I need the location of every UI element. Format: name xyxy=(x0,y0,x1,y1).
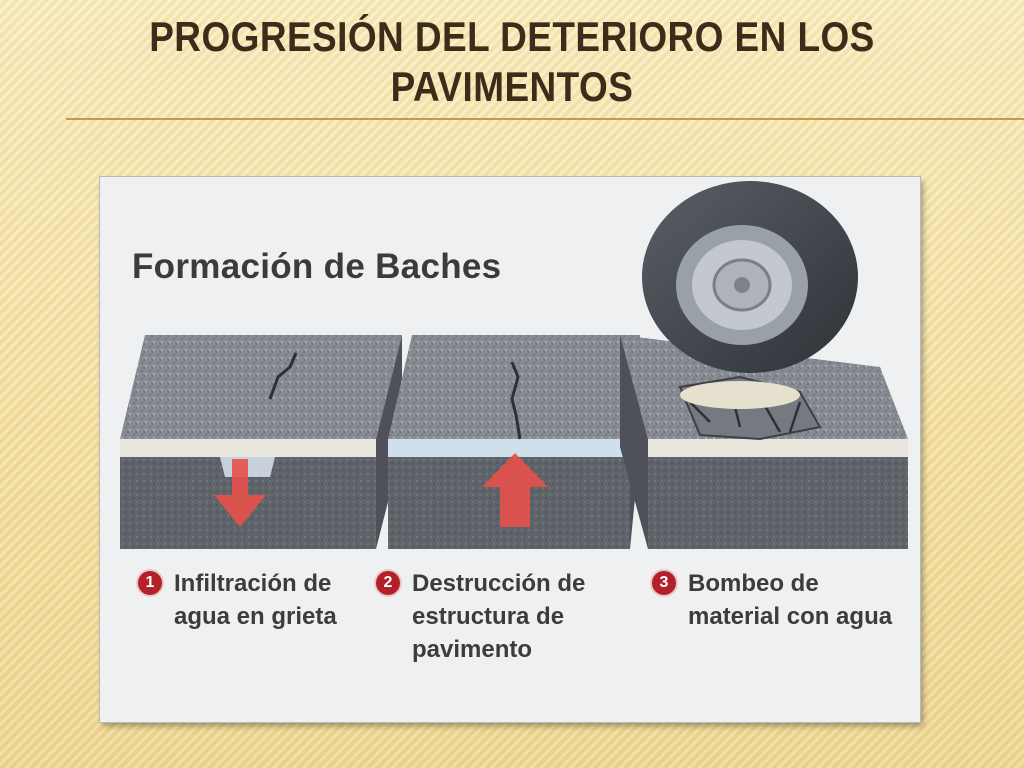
step-description: Destrucción de estructura de pavimento xyxy=(412,570,586,663)
wheel-icon xyxy=(642,181,858,373)
step-description: Bombeo de material con agua xyxy=(688,570,893,630)
arrow-up-icon xyxy=(482,453,548,527)
step-number-badge: 2 xyxy=(376,571,400,595)
pavement-illustration xyxy=(120,181,908,549)
pavement-block-1 xyxy=(120,335,402,549)
arrow-down-icon xyxy=(214,459,266,527)
step-number-badge: 1 xyxy=(138,571,162,595)
figure-title: Formación de Baches xyxy=(132,247,502,286)
step-description: Infiltración de agua en grieta xyxy=(174,570,337,630)
step-number-badge: 3 xyxy=(652,571,676,595)
title-divider xyxy=(66,118,1024,120)
slide-title: PROGRESIÓN DEL DETERIORO EN LOS PAVIMENT… xyxy=(149,13,875,110)
pothole-figure: Formación de Baches 1 Infiltración de ag… xyxy=(100,177,920,722)
pavement-block-3 xyxy=(620,335,908,549)
